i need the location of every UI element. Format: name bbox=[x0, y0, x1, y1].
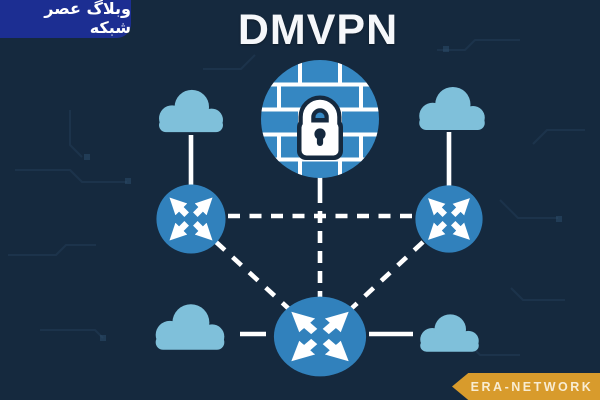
cloud-icon-top-left bbox=[159, 89, 223, 133]
brand-ribbon-label: ERA-NETWORK bbox=[470, 379, 594, 394]
padlock-icon bbox=[297, 95, 343, 160]
router-icon-left bbox=[156, 184, 225, 253]
router-icon-right bbox=[415, 185, 482, 252]
cloud-icon-bottom-left bbox=[155, 304, 225, 350]
watermark-label: وبلاگ عصر شبکه bbox=[44, 0, 131, 37]
page-title: DMVPN bbox=[237, 6, 399, 54]
firewall-lock-icon bbox=[261, 60, 379, 178]
cloud-icon-top-right bbox=[419, 86, 485, 131]
router-icon-bottom-hub bbox=[274, 297, 366, 377]
link-routerleft-hub bbox=[214, 240, 291, 311]
brand-ribbon: ERA-NETWORK bbox=[452, 373, 600, 400]
link-routerright-hub bbox=[350, 240, 425, 310]
watermark-badge: وبلاگ عصر شبکه bbox=[0, 0, 131, 38]
cloud-icon-bottom-right bbox=[420, 314, 479, 352]
